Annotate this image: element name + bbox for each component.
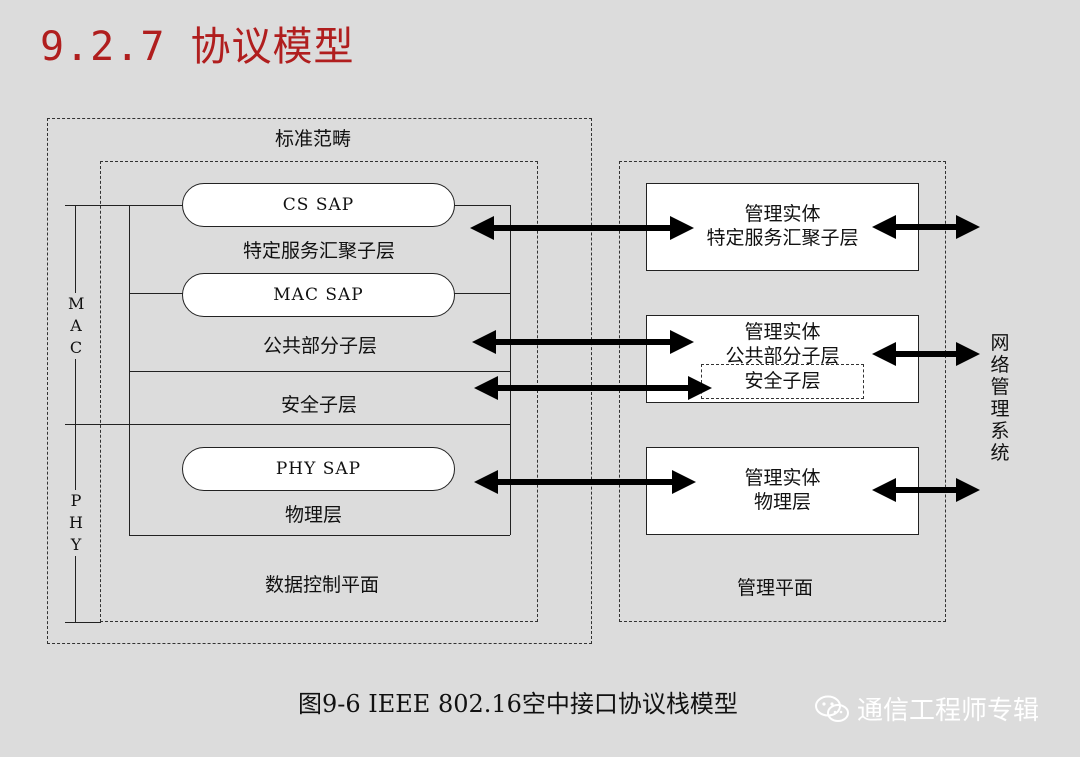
security-sublayer-label: 安全子层 <box>281 394 358 416</box>
watermark: 通信工程师专辑 <box>815 690 1039 727</box>
mac-sap: MAC SAP <box>182 273 455 317</box>
watermark-text: 通信工程师专辑 <box>857 696 1040 726</box>
mgmt-phy-line2: 物理层 <box>753 491 811 513</box>
data-control-plane-label: 数据控制平面 <box>265 574 380 596</box>
phy-sap: PHY SAP <box>182 447 455 491</box>
management-plane-label: 管理平面 <box>737 577 814 599</box>
standard-scope-label: 标准范畴 <box>275 128 352 150</box>
cps-security-divider <box>129 371 510 372</box>
cs-sublayer-label: 特定服务汇聚子层 <box>243 240 396 262</box>
stack-bottom-line <box>129 535 510 536</box>
cps-sublayer-label: 公共部分子层 <box>263 335 378 357</box>
stack-right-border <box>510 205 511 535</box>
mac-phy-divider <box>65 424 510 425</box>
mgmt-security-label: 安全子层 <box>744 370 821 392</box>
mgmt-cs-line1: 管理实体 <box>744 203 821 225</box>
physical-layer-label: 物理层 <box>285 504 343 526</box>
figure-caption: 图9-6 IEEE 802.16空中接口协议栈模型 <box>298 690 738 718</box>
bracket-bottom-line <box>65 622 101 623</box>
wechat-icon <box>815 695 849 722</box>
page-title: 9.2.7 协议模型 <box>40 24 355 70</box>
phy-label: P H Y <box>68 490 84 556</box>
stack-left-border <box>129 205 130 535</box>
mac-phy-bracket <box>75 205 76 622</box>
mgmt-phy-line1: 管理实体 <box>744 467 821 489</box>
cs-sap: CS SAP <box>182 183 455 227</box>
mgmt-cs-line2: 特定服务汇聚子层 <box>706 227 859 249</box>
mgmt-cps-line2: 公共部分子层 <box>725 345 840 367</box>
mac-label: M A C <box>68 293 85 359</box>
mgmt-cps-line1: 管理实体 <box>744 321 821 343</box>
network-management-system-label: 网 络 管 理 系 统 <box>990 332 1010 464</box>
mgmt-security-sublayer-box: 安全子层 <box>701 364 864 399</box>
